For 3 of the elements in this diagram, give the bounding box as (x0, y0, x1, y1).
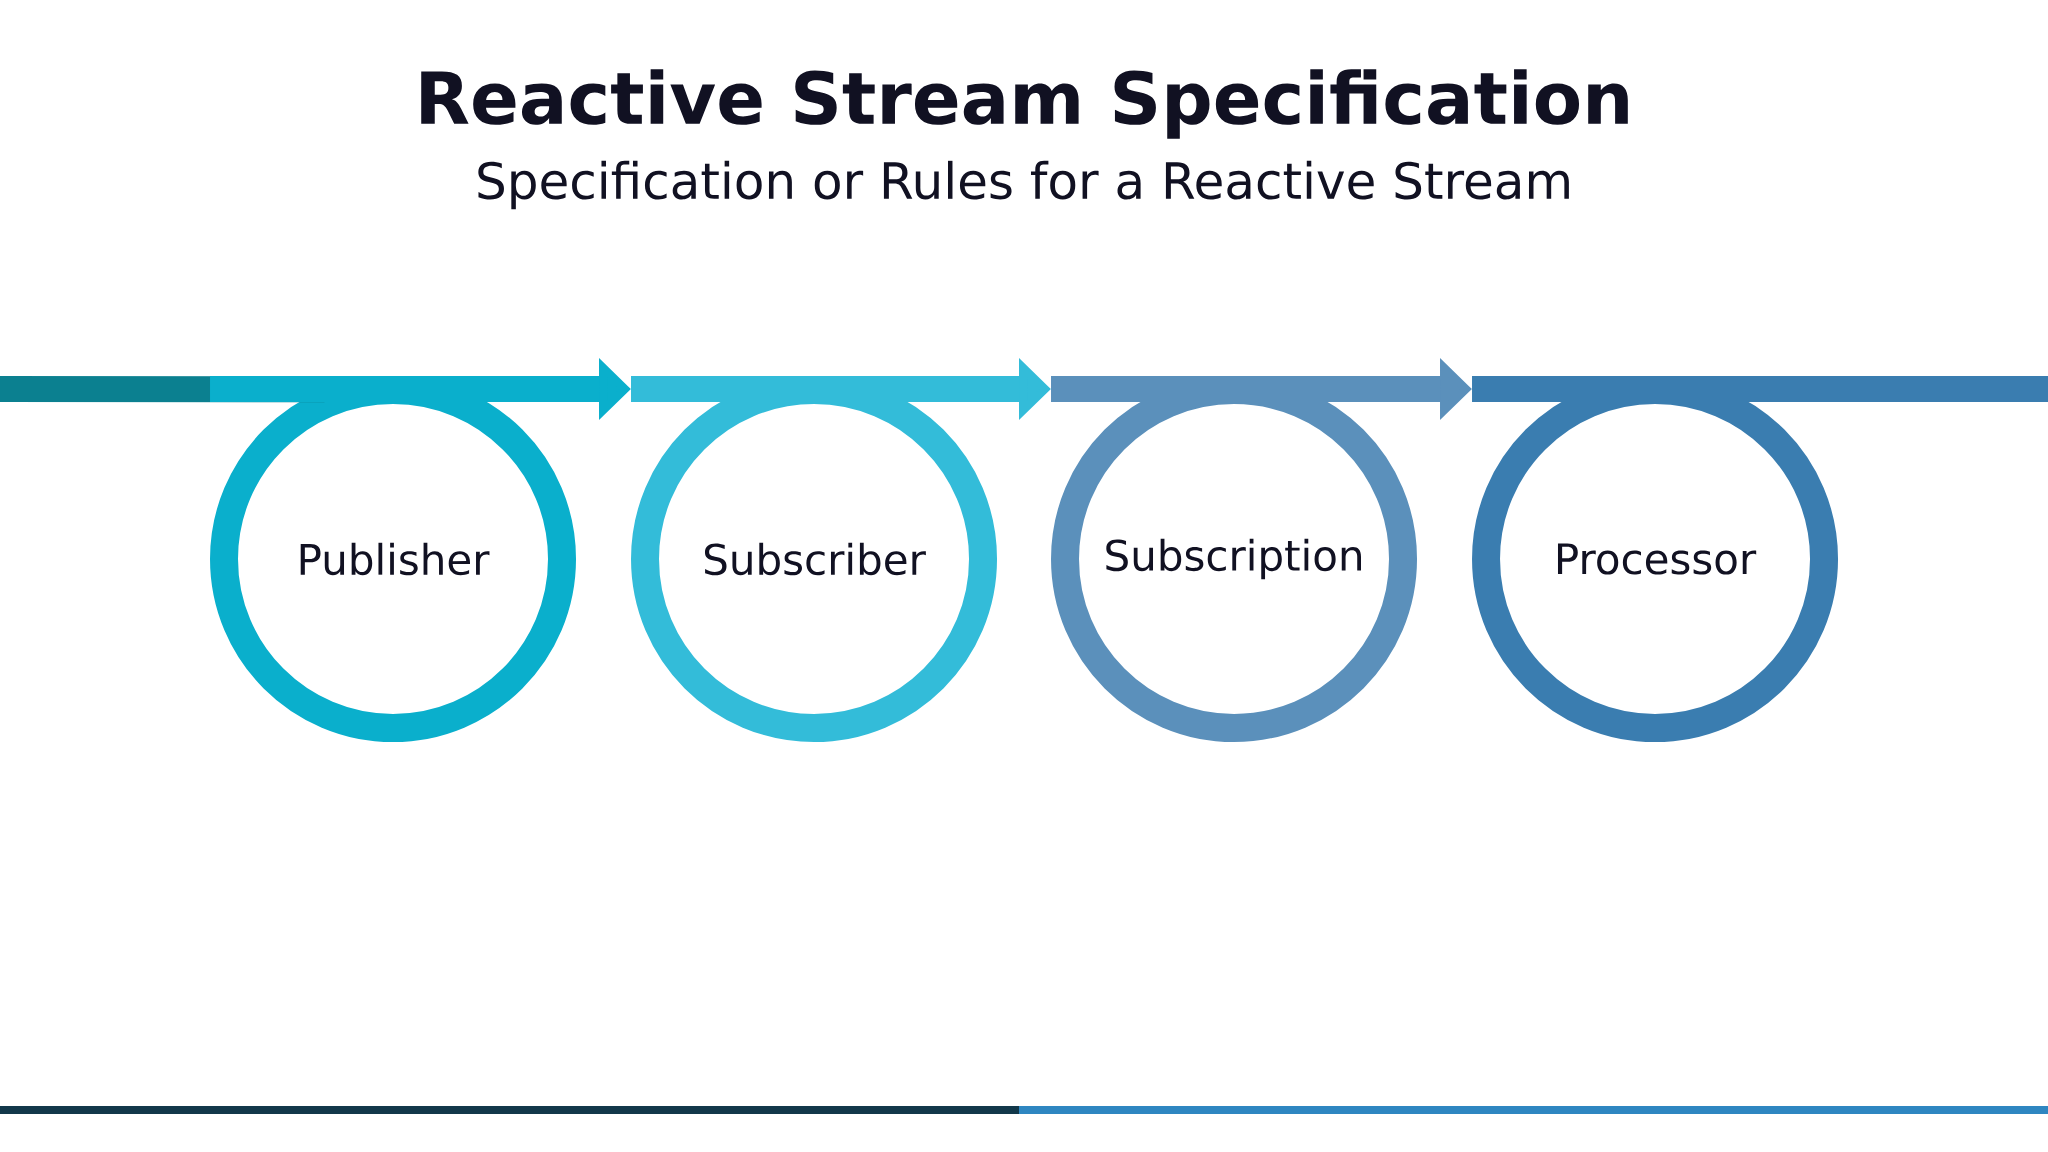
band (1472, 376, 2048, 402)
title: Reactive Stream Specification (421, 69, 1628, 139)
subtitle: Specification or Rules for a Reactive Stream (478, 160, 1569, 210)
